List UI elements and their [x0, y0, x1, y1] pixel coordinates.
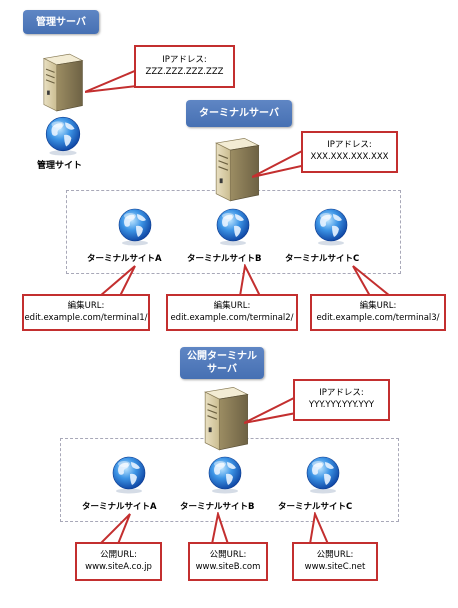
management-server-icon	[43, 53, 83, 112]
public-server-icon	[204, 386, 249, 451]
public-server-title-line2: サーバ	[207, 364, 237, 375]
public-server-title-line1: 公開ターミナル	[187, 351, 257, 362]
public-site-b-url: www.siteB.com	[195, 562, 261, 572]
terminal-site-c-url-title: 編集URL:	[359, 301, 397, 311]
terminal-site-c-globe-icon	[314, 208, 348, 246]
terminal-ip-value: XXX.XXX.XXX.XXX	[310, 152, 389, 162]
management-ip-label: IPアドレス:	[162, 55, 207, 65]
management-ip-callout: IPアドレス: ZZZ.ZZZ.ZZZ.ZZZ	[134, 45, 235, 88]
public-ip-value: YYY.YYY.YYY.YYY	[308, 400, 375, 410]
public-site-b-url-callout: 公開URL: www.siteB.com	[188, 542, 268, 581]
public-site-a-url: www.siteA.co.jp	[85, 562, 152, 572]
terminal-site-c-url: edit.example.com/terminal3/	[316, 313, 440, 323]
public-site-c-globe-icon	[306, 456, 340, 494]
public-ip-label: IPアドレス:	[319, 388, 364, 398]
terminal-site-a-url-title: 編集URL:	[67, 301, 105, 311]
terminal-site-c-url-callout: 編集URL: edit.example.com/terminal3/	[310, 294, 446, 331]
management-server-title-text: 管理サーバ	[36, 16, 86, 28]
public-site-c-url-title: 公開URL:	[316, 550, 354, 560]
public-site-a-globe-icon	[112, 456, 146, 494]
public-site-a-label: ターミナルサイトA	[82, 502, 157, 512]
terminal-site-b-globe-icon	[216, 208, 250, 246]
public-site-b-globe-icon	[208, 456, 242, 494]
public-site-b-url-title: 公開URL:	[209, 550, 247, 560]
terminal-site-b-url-callout: 編集URL: edit.example.com/terminal2/	[166, 294, 298, 331]
management-server-title: 管理サーバ	[23, 10, 99, 34]
public-site-c-url-callout: 公開URL: www.siteC.net	[292, 542, 378, 581]
terminal-ip-callout: IPアドレス: XXX.XXX.XXX.XXX	[301, 131, 398, 173]
public-site-c-url: www.siteC.net	[304, 562, 366, 572]
management-ip-value: ZZZ.ZZZ.ZZZ.ZZZ	[145, 67, 224, 77]
terminal-ip-label: IPアドレス:	[327, 140, 372, 150]
terminal-site-b-url: edit.example.com/terminal2/	[170, 313, 294, 323]
terminal-site-a-url-callout: 編集URL: edit.example.com/terminal1/	[22, 294, 150, 331]
terminal-site-c-label: ターミナルサイトC	[285, 254, 360, 264]
public-site-a-url-title: 公開URL:	[100, 550, 137, 560]
terminal-site-a-url: edit.example.com/terminal1/	[24, 313, 148, 323]
public-site-a-url-callout: 公開URL: www.siteA.co.jp	[75, 542, 162, 581]
terminal-site-a-label: ターミナルサイトA	[87, 254, 162, 264]
terminal-server-title: ターミナルサーバ	[186, 100, 292, 127]
public-site-b-label: ターミナルサイトB	[180, 502, 255, 512]
terminal-server-title-text: ターミナルサーバ	[199, 108, 279, 119]
terminal-site-b-label: ターミナルサイトB	[187, 254, 262, 264]
public-server-title: 公開ターミナル サーバ	[180, 347, 264, 379]
terminal-site-b-url-title: 編集URL:	[213, 301, 251, 311]
public-site-c-label: ターミナルサイトC	[278, 502, 353, 512]
terminal-site-a-globe-icon	[118, 208, 152, 246]
management-site-label: 管理サイト	[37, 161, 83, 171]
public-ip-callout: IPアドレス: YYY.YYY.YYY.YYY	[293, 379, 390, 421]
management-globe-icon	[45, 116, 81, 156]
